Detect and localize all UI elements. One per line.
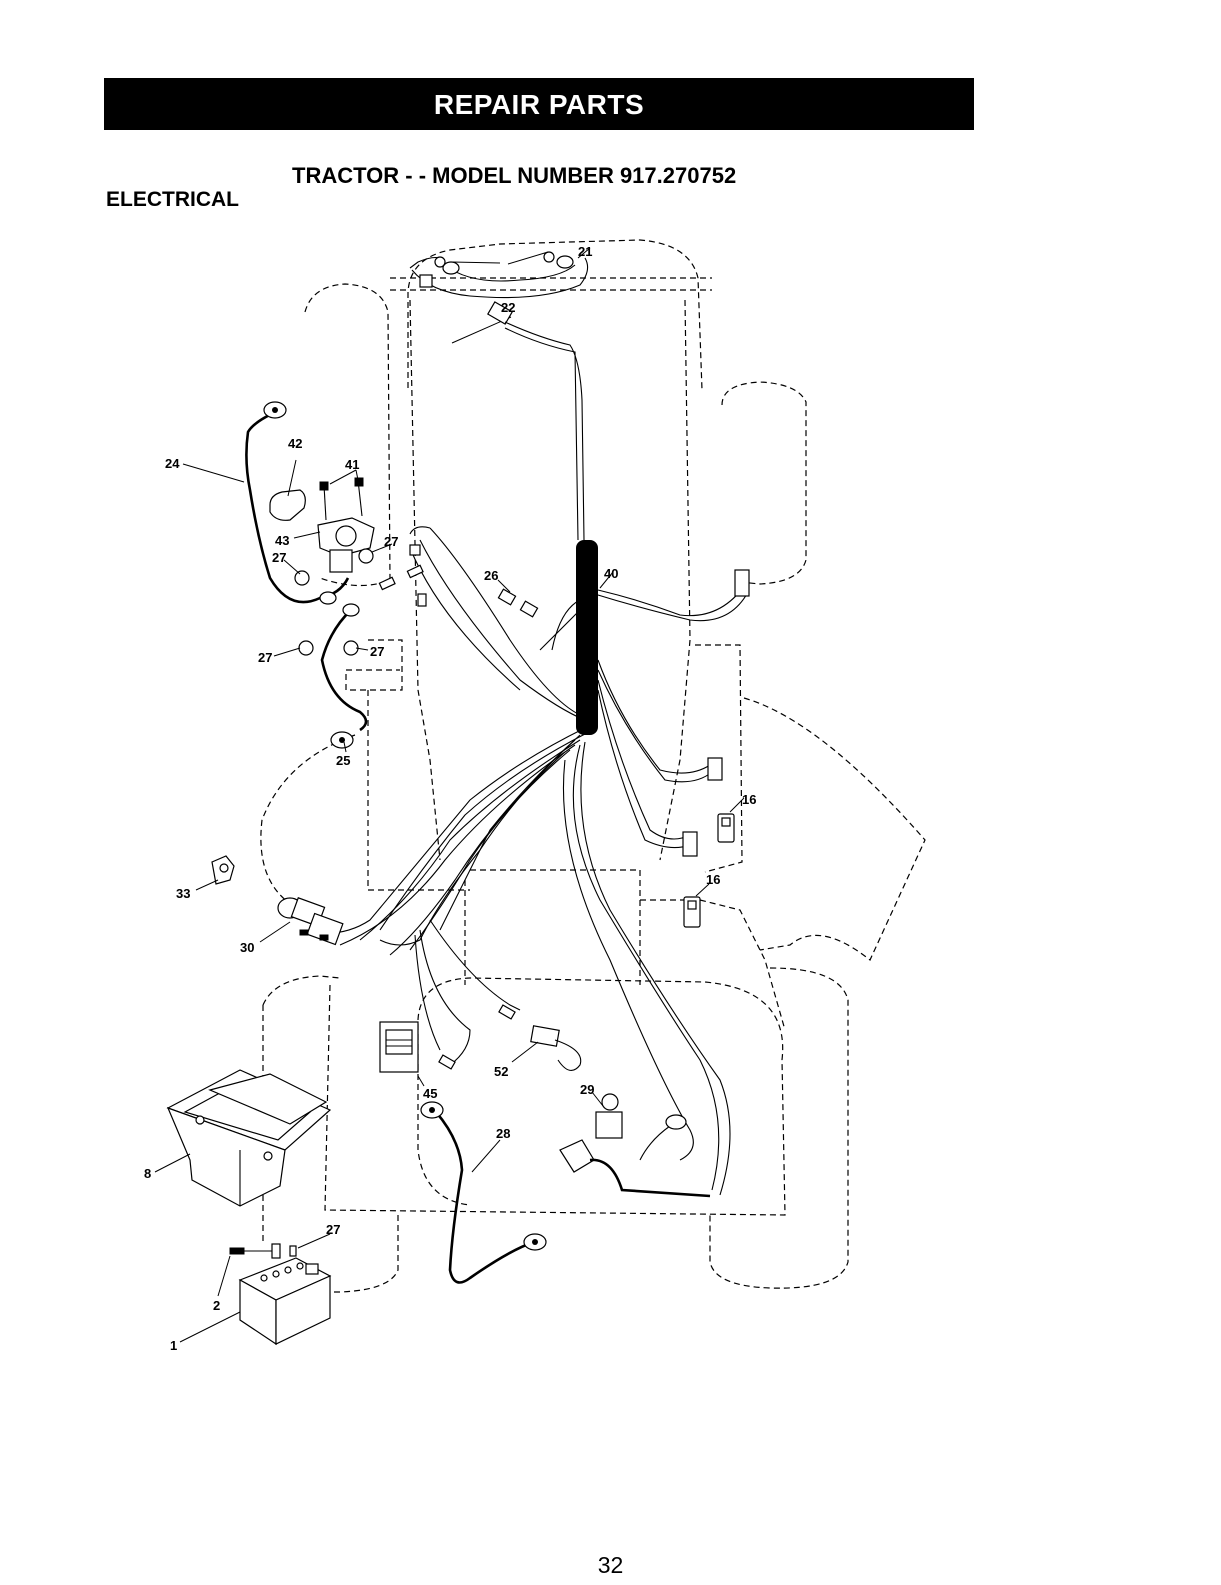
callout-1: 1 [170,1338,177,1353]
callout-27-c: 27 [258,650,272,665]
callout-8: 8 [144,1166,151,1181]
callout-30: 30 [240,940,254,955]
connectors-16 [684,814,734,927]
callout-27-d: 27 [370,644,384,659]
battery-box [168,1070,330,1206]
main-wire-harness [300,302,749,1195]
callout-52: 52 [494,1064,508,1079]
callout-16-a: 16 [742,792,756,807]
callout-29: 29 [580,1082,594,1097]
callout-28: 28 [496,1126,510,1141]
callout-33: 33 [176,886,190,901]
headlight-harness [410,252,588,343]
callout-41: 41 [345,457,359,472]
harness-loom [576,540,598,735]
callout-27-b: 27 [384,534,398,549]
lower-components [380,1005,710,1282]
callout-27-e: 27 [326,1222,340,1237]
callout-22: 22 [501,300,515,315]
callout-21: 21 [578,244,592,259]
callout-25: 25 [336,753,350,768]
callout-42: 42 [288,436,302,451]
battery [230,1244,330,1344]
callout-16-b: 16 [706,872,720,887]
callout-43: 43 [275,533,289,548]
callout-45: 45 [423,1086,437,1101]
callout-26: 26 [484,568,498,583]
callout-40: 40 [604,566,618,581]
callout-2: 2 [213,1298,220,1313]
chassis-outline [261,240,925,1292]
page-number: 32 [0,1552,1221,1579]
ignition-switch [212,856,343,944]
callout-27-a: 27 [272,550,286,565]
callout-24: 24 [165,456,180,471]
